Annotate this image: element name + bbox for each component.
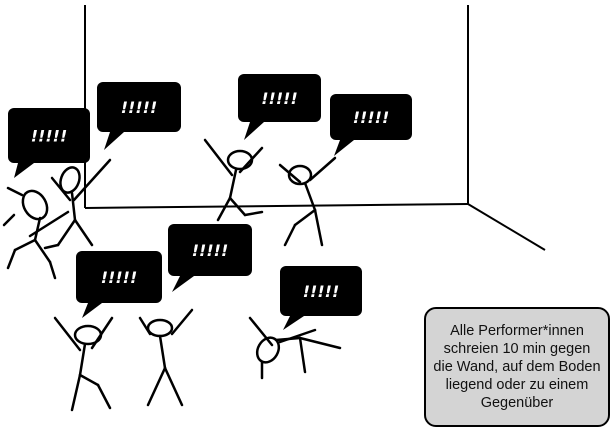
speech-bubble-2: !!!!!	[97, 82, 181, 150]
room-lines	[84, 5, 546, 251]
speech-bubble-box	[168, 224, 252, 276]
speech-bubble-text: !!!!!	[353, 108, 389, 127]
speech-bubble-6: !!!!!	[76, 251, 162, 318]
speech-bubble-4: !!!!!	[330, 94, 412, 156]
performer-figure-2	[43, 158, 112, 250]
instruction-text: Alle Performer*innen schreien 10 min gege…	[433, 322, 600, 412]
instruction-line: die Wand, auf dem Boden	[433, 359, 601, 375]
speech-bubble-tail	[334, 140, 354, 156]
speech-bubble-box	[280, 266, 362, 316]
speech-bubble-text: !!!!!	[101, 268, 137, 287]
speech-bubble-text: !!!!!	[121, 98, 157, 117]
speech-bubble-5: !!!!!	[168, 224, 252, 292]
speech-bubble-box	[8, 108, 90, 163]
speech-bubble-box	[330, 94, 412, 140]
speech-bubble-tail	[283, 316, 304, 330]
speech-bubble-7: !!!!!	[280, 266, 362, 330]
speech-bubble-text: !!!!!	[31, 127, 67, 146]
speech-bubble-box	[238, 74, 321, 122]
performer-figure-5	[53, 316, 114, 412]
speech-bubble-tail	[172, 276, 194, 292]
speech-bubble-1: !!!!!	[8, 108, 90, 178]
speech-bubble-3: !!!!!	[238, 74, 321, 140]
speech-bubbles: !!!!!!!!!!!!!!!!!!!!!!!!!!!!!!!!!!!	[8, 74, 412, 330]
performer-figure-6	[138, 308, 194, 407]
instruction-note: Alle Performer*innen schreien 10 min gege…	[424, 307, 610, 427]
speech-bubble-box	[76, 251, 162, 303]
instruction-line: liegend oder zu einem	[445, 377, 589, 393]
stick-figures	[2, 138, 342, 412]
speech-bubble-text: !!!!!	[192, 241, 228, 260]
performer-figure-4	[278, 156, 337, 247]
performer-figure-1	[2, 186, 70, 280]
speech-bubble-tail	[14, 163, 34, 178]
speech-bubble-tail	[82, 303, 102, 318]
speech-bubble-box	[97, 82, 181, 132]
instruction-line: Alle Performer*innen	[450, 323, 584, 339]
instruction-line: Gegenüber	[480, 395, 554, 411]
instruction-line: schreien 10 min gegen	[443, 341, 591, 357]
speech-bubble-tail	[244, 122, 264, 140]
performer-figure-7	[248, 316, 342, 380]
speech-bubble-tail	[104, 132, 124, 150]
speech-bubble-text: !!!!!	[303, 282, 339, 301]
speech-bubble-text: !!!!!	[261, 89, 297, 108]
performer-figure-3	[203, 138, 264, 222]
